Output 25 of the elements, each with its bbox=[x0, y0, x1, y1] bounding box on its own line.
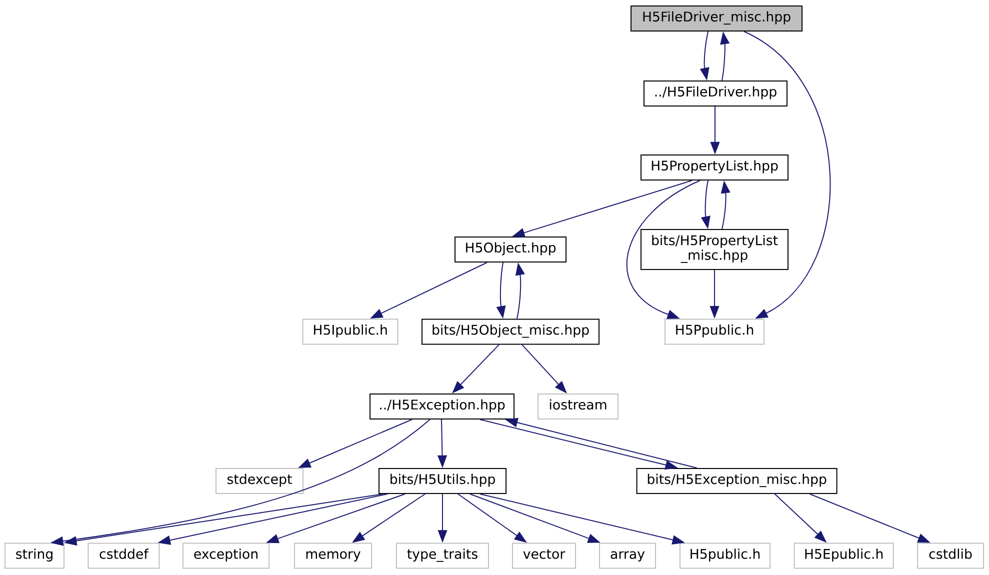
file-box: vector bbox=[512, 542, 576, 569]
file-box: iostream bbox=[538, 394, 618, 420]
file-box: array bbox=[599, 542, 656, 569]
file-box: H5Object.hpp bbox=[454, 236, 567, 262]
file-box: H5PropertyList.hpp bbox=[640, 154, 789, 180]
selected-file-box: H5FileDriver_misc.hpp bbox=[630, 5, 803, 32]
file-box: bits/H5Utils.hpp bbox=[378, 468, 507, 494]
file-box: H5Epublic.h bbox=[794, 542, 894, 569]
file-box: bits/H5Object_misc.hpp bbox=[422, 318, 600, 345]
file-box: string bbox=[4, 542, 64, 569]
file-box: cstddef bbox=[88, 542, 160, 569]
file-box: H5public.h bbox=[680, 542, 770, 569]
file-box: H5Ipublic.h bbox=[302, 318, 398, 345]
file-box: bits/H5PropertyList _misc.hpp bbox=[640, 229, 789, 270]
file-box: type_traits bbox=[396, 542, 489, 569]
file-box: memory bbox=[294, 542, 372, 569]
file-box: ../H5Exception.hpp bbox=[370, 394, 514, 420]
file-box: stdexcept bbox=[216, 468, 304, 494]
file-box: bits/H5Exception_misc.hpp bbox=[636, 468, 838, 494]
file-box: H5Ppublic.h bbox=[664, 318, 765, 345]
file-box: cstdlib bbox=[917, 542, 984, 569]
arrow bbox=[626, 180, 700, 319]
file-box: exception bbox=[182, 542, 270, 569]
file-box: ../H5FileDriver.hpp bbox=[644, 80, 788, 106]
arrow bbox=[744, 30, 831, 319]
